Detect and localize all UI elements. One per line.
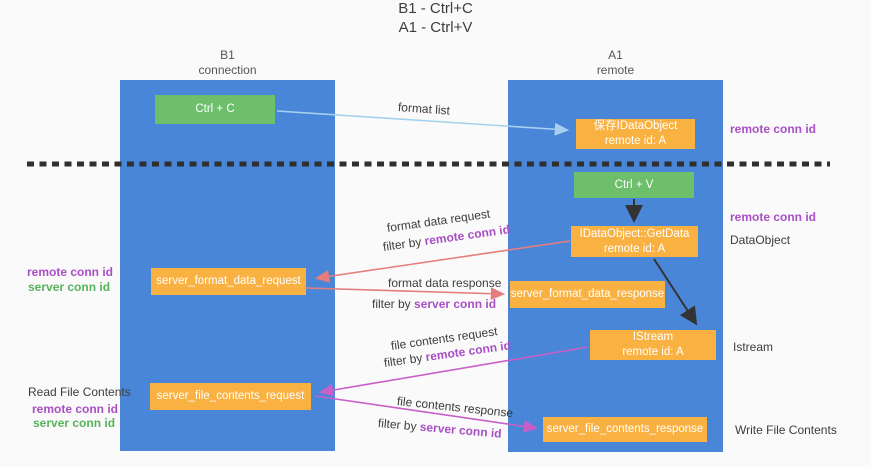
filter-by-text: filter by: [382, 234, 426, 254]
left-bottom-server-conn-id-label: server conn id: [33, 416, 116, 430]
file-contents-response-label: file contents response: [396, 394, 514, 421]
right-top-remote-conn-id-label: remote conn id: [730, 122, 817, 136]
ctrl-v-label: Ctrl + V: [614, 178, 654, 191]
save-idataobject-line1: 保存IDataObject: [593, 120, 678, 133]
left-mid-remote-conn-id-label: remote conn id: [27, 265, 114, 279]
istream-line2: remote id: A: [622, 346, 684, 358]
filter-by-text: filter by: [377, 416, 421, 434]
dataobject-label: DataObject: [730, 233, 791, 247]
server-format-data-response-label: server_format_data_response: [510, 288, 665, 301]
server-file-contents-request-box: server_file_contents_request: [150, 383, 311, 410]
getdata-line2: remote id: A: [603, 242, 666, 255]
left-bottom-remote-conn-id-label: remote conn id: [32, 402, 119, 416]
right-column-subtitle: remote: [596, 63, 635, 77]
istream-line1: IStream: [632, 331, 674, 344]
title-line-2: A1 - Ctrl+V: [398, 18, 473, 36]
filter-by-text: filter by: [372, 297, 415, 311]
server-file-contents-response-label: server_file_contents_response: [546, 423, 704, 436]
server-format-data-request-box: server_format_data_request: [151, 268, 306, 295]
format-data-response-filter-label: filter by server conn id: [372, 297, 496, 311]
title-line-1: B1 - Ctrl+C: [398, 0, 473, 17]
right-mid-remote-conn-id-label: remote conn id: [730, 210, 817, 224]
file-contents-response-filter-label: filter by server conn id: [377, 416, 502, 441]
server-conn-id-text: server conn id: [414, 297, 497, 311]
save-idataobject-box: 保存IDataObject remote id: A: [576, 119, 695, 149]
read-file-contents-label: Read File Contents: [28, 385, 131, 399]
right-column-header: A1 remote: [508, 48, 723, 78]
write-file-contents-label: Write File Contents: [735, 423, 837, 437]
filter-by-text: filter by: [383, 350, 427, 370]
format-data-response-label: format data response: [388, 276, 502, 290]
ctrl-c-label: Ctrl + C: [195, 103, 235, 116]
istream-box: IStream remote id: A: [590, 330, 716, 360]
server-file-contents-request-label: server_file_contents_request: [156, 390, 305, 403]
right-column-title: A1: [608, 48, 623, 62]
server-format-data-request-label: server_format_data_request: [156, 275, 301, 288]
ctrl-c-box: Ctrl + C: [155, 95, 275, 124]
server-conn-id-text: server conn id: [419, 419, 503, 441]
getdata-box: IDataObject::GetData remote id: A: [571, 226, 698, 257]
left-column-title: B1: [220, 48, 235, 62]
format-list-label: format list: [397, 100, 451, 118]
getdata-line1: IDataObject::GetData: [579, 227, 690, 240]
server-format-data-response-box: server_format_data_response: [510, 281, 665, 308]
left-column-header: B1 connection: [120, 48, 335, 78]
diagram-title: B1 - Ctrl+C A1 - Ctrl+V: [0, 0, 871, 38]
save-idataobject-line2: remote id: A: [604, 135, 667, 147]
ctrl-v-box: Ctrl + V: [574, 172, 694, 198]
server-file-contents-response-box: server_file_contents_response: [543, 417, 707, 442]
istream-side-label: Istream: [733, 340, 774, 354]
left-column-subtitle: connection: [198, 63, 257, 77]
left-mid-server-conn-id-label: server conn id: [28, 280, 111, 294]
